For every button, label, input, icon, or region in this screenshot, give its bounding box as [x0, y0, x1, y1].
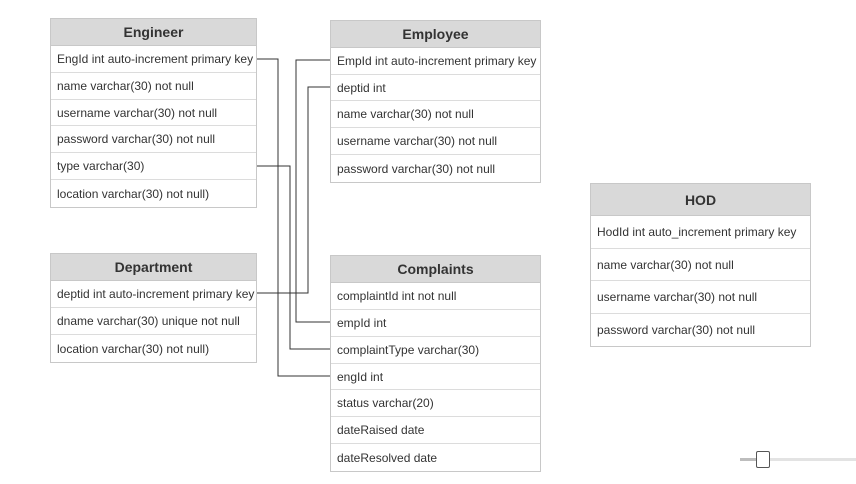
field-row: password varchar(30) not null [337, 161, 496, 176]
field-row: status varchar(20) [331, 390, 540, 417]
link-empid-to-empid [295, 59, 330, 323]
field-row: username varchar(30) not null [51, 100, 256, 126]
field-row: deptid int [331, 75, 540, 101]
link-type-to-complainttype [257, 165, 330, 350]
field-row: dateResolved date [337, 450, 438, 465]
field-row: type varchar(30) [51, 153, 256, 180]
zoom-slider-thumb[interactable] [756, 451, 771, 468]
field-row: HodId int auto_increment primary key [591, 216, 810, 249]
field-row: dateRaised date [331, 417, 540, 444]
entity-complaints[interactable]: Complaints complaintId int not null empI… [330, 255, 541, 472]
entity-title: HOD [591, 184, 810, 216]
field-row: password varchar(30) not null [51, 126, 256, 153]
entity-employee[interactable]: Employee EmpId int auto-increment primar… [330, 20, 541, 183]
entity-engineer[interactable]: Engineer EngId int auto-increment primar… [50, 18, 257, 208]
entity-title: Department [51, 254, 256, 281]
entity-title: Complaints [331, 256, 540, 283]
zoom-slider-fill [740, 458, 764, 461]
field-row: name varchar(30) not null [51, 73, 256, 100]
field-row: location varchar(30) not null) [57, 341, 210, 356]
field-row: complaintType varchar(30) [331, 337, 540, 364]
field-row: name varchar(30) not null [331, 101, 540, 128]
entity-title: Employee [331, 21, 540, 48]
field-row: name varchar(30) not null [591, 249, 810, 281]
field-row: EmpId int auto-increment primary key [331, 48, 540, 75]
link-deptid-to-deptid [257, 86, 330, 294]
field-row: empId int [331, 310, 540, 337]
field-row: location varchar(30) not null) [57, 186, 210, 201]
zoom-slider-track[interactable] [740, 458, 856, 461]
field-row: complaintId int not null [331, 283, 540, 310]
field-row: dname varchar(30) unique not null [51, 308, 256, 335]
field-row: deptid int auto-increment primary key [51, 281, 256, 308]
entity-department[interactable]: Department deptid int auto-increment pri… [50, 253, 257, 363]
field-row: username varchar(30) not null [331, 128, 540, 155]
entity-title: Engineer [51, 19, 256, 46]
field-row: username varchar(30) not null [591, 281, 810, 314]
field-row: EngId int auto-increment primary key [51, 46, 256, 73]
field-row: password varchar(30) not null [597, 323, 756, 337]
entity-hod[interactable]: HOD HodId int auto_increment primary key… [590, 183, 811, 347]
field-row: engId int [331, 364, 540, 390]
link-engid-to-engid [257, 58, 330, 377]
